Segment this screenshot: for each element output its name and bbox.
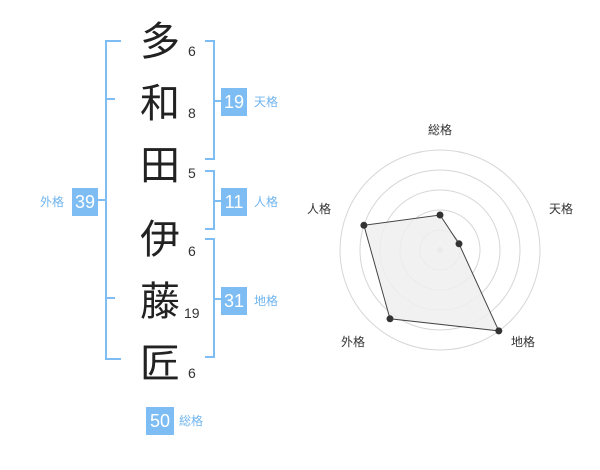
soukaku-score: 50 [146,407,174,435]
radar-area [363,214,500,332]
tenkaku-score: 19 [221,88,247,116]
stroke-count-6: 6 [188,365,196,381]
radar-point-5 [360,221,368,229]
radar-point-2 [455,240,463,248]
radar-label-gaikaku: 外格 [341,335,366,349]
soukaku-label: 総格 [179,414,204,428]
gaikaku-tick-1 [105,98,115,100]
name-char-4: 伊 [140,217,180,263]
radar-label-soukaku: 総格 [428,123,453,137]
radar-label-tenkaku: 天格 [549,202,574,216]
jinkaku-connector [215,200,221,202]
gaikaku-score: 39 [72,188,98,216]
name-char-1: 多 [140,19,180,65]
stroke-count-3: 5 [188,165,196,181]
radar-ring [359,169,521,331]
radar-label-chikaku: 地格 [511,335,536,349]
chikaku-bracket [205,238,215,358]
name-char-2: 和 [140,81,180,127]
name-char-3: 田 [140,143,180,189]
gaikaku-connector [98,199,106,201]
radar-label-jinkaku: 人格 [307,202,332,216]
jinkaku-score: 11 [221,188,247,216]
stroke-count-4: 6 [188,243,196,259]
jinkaku-bracket [205,170,215,230]
jinkaku-label: 人格 [254,195,279,209]
tenkaku-bracket [205,40,215,160]
stroke-count-5: 19 [184,305,200,321]
stroke-count-2: 8 [188,105,196,121]
chikaku-connector [215,298,221,300]
tenkaku-label: 天格 [254,95,279,109]
gaikaku-label: 外格 [40,195,65,209]
stroke-count-1: 6 [188,43,196,59]
tenkaku-connector [215,100,221,102]
chikaku-label: 地格 [254,294,279,308]
name-char-6: 匠 [140,341,180,387]
radar-point-1 [436,211,444,219]
radar-point-3 [495,327,503,335]
radar-ring [339,149,541,351]
radar-point-4 [386,315,394,323]
name-char-5: 藤 [140,279,180,325]
gaikaku-tick-2 [105,297,115,299]
chikaku-score: 31 [221,287,247,315]
gaikaku-bracket [105,40,121,360]
